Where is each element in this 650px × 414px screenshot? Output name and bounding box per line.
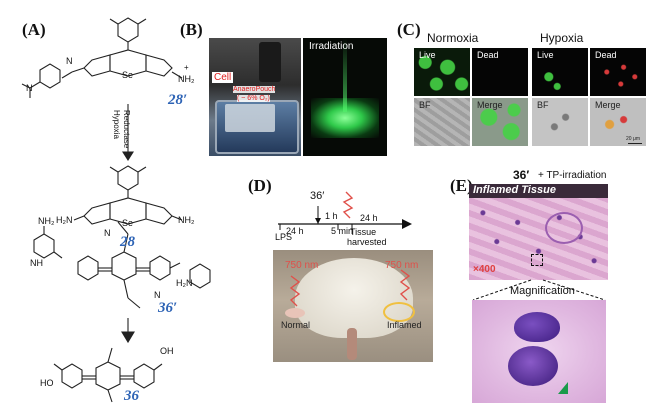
panel-label-d: (D) — [248, 176, 272, 195]
atom-oh-36: OH — [160, 346, 174, 356]
e-title-compound: 36′ — [513, 168, 530, 182]
zoom-lines — [472, 279, 606, 301]
cell-label: Cell — [212, 72, 234, 83]
magnification-label: Magnification — [510, 285, 575, 297]
atom-h2n-28: H₂N — [56, 215, 73, 225]
hypoxia-bf-tile: BF — [532, 98, 588, 146]
hypoxia-header: Hypoxia — [540, 31, 584, 45]
magnified-cell-photo — [472, 300, 606, 403]
microscope-shape — [259, 42, 281, 82]
atom-ho-36: HO — [40, 378, 54, 388]
compound-label-36: 36 — [124, 388, 139, 404]
mag-factor-label: ×400 — [473, 264, 496, 275]
normoxia-bf-tile: BF — [414, 98, 470, 146]
normoxia-header: Normoxia — [427, 31, 479, 45]
mouse-body — [295, 258, 413, 338]
compound-label-28: 28 — [120, 234, 135, 250]
timeline-lps: LPS — [275, 232, 293, 242]
vessel-ring — [545, 212, 583, 244]
atom-n-azo: N — [66, 56, 73, 66]
tile-label-dead-n: Dead — [477, 50, 499, 60]
tile-label-bf-n: BF — [419, 100, 431, 110]
inflamed-label: Inflamed — [387, 320, 422, 330]
arrow-label-hypoxia: Hypoxia — [112, 110, 121, 139]
timeline-compound: 36′ — [310, 190, 325, 202]
normoxia-live-tile: Live — [414, 48, 470, 96]
timeline-diagram — [278, 191, 412, 230]
atom-n-36p-bottom: N — [154, 290, 161, 300]
atom-nh2-28: NH₂ — [178, 215, 195, 225]
atom-h2n-36p-right: H₂N — [176, 278, 193, 288]
pouch-bag — [225, 104, 275, 132]
atom-se-1: Se — [122, 70, 134, 80]
tile-label-bf-h: BF — [537, 100, 549, 110]
timeline-harvested: harvested — [347, 237, 387, 247]
tile-label-dead-h: Dead — [595, 50, 617, 60]
zoom-box — [531, 254, 543, 266]
panel-label-b: (B) — [180, 20, 203, 39]
scale-bar-label: 20 μm — [626, 136, 640, 142]
wave-icon-right — [399, 269, 411, 301]
tissue-section-photo: Inflamed Tissue ×400 — [469, 184, 608, 280]
mouse-paw-left — [285, 308, 305, 318]
normoxia-merge-tile: Merge — [472, 98, 528, 146]
timeline-24h-first: 24 h — [286, 226, 304, 236]
panel-a-structures — [21, 17, 211, 403]
hypoxia-dead-tile: Dead — [590, 48, 646, 96]
atom-nh-36p: NH — [30, 258, 43, 268]
laser-beam — [343, 38, 347, 112]
tile-label-merge-n: Merge — [477, 100, 503, 110]
panel-label-a: (A) — [22, 20, 46, 39]
hypoxia-live-tile: Live — [532, 48, 588, 96]
mouse-photo: 750 nm 750 nm Normal Inflamed — [273, 250, 433, 362]
atom-nh2-36p-left: NH₂ — [38, 216, 55, 226]
panel-label-c: (C) — [397, 20, 421, 39]
atom-se-28: Se — [122, 218, 134, 228]
panel-b-right-photo: Irradiation — [303, 38, 387, 156]
nucleus-upper — [514, 312, 560, 342]
tile-label-live-n: Live — [419, 50, 436, 60]
normoxia-dead-tile: Dead — [472, 48, 528, 96]
mouse-tail — [347, 328, 357, 360]
arrow-label-reductase: Reductase — [122, 110, 131, 149]
scale-bar — [628, 143, 642, 144]
panel-b-left-photo: Cell AnaeroPouch ( ~ 6% O₂) — [209, 38, 301, 156]
panel-label-e: (E) — [450, 176, 473, 195]
atom-plus-1: + — [184, 63, 189, 72]
wave-icon-left — [289, 275, 301, 307]
inflamed-paw-ring — [383, 302, 415, 322]
compound-label-28prime: 28′ — [168, 92, 188, 108]
irradiation-label: Irradiation — [309, 41, 354, 52]
tissue-label: Inflamed Tissue — [473, 184, 556, 196]
timeline-5min: 5 min — [331, 226, 354, 236]
compound-label-36prime: 36′ — [158, 300, 178, 316]
normal-label: Normal — [281, 320, 311, 330]
atom-n-dimethyl: N — [26, 83, 33, 93]
arrowhead-marker — [558, 382, 568, 394]
pouch-label: AnaeroPouch — [233, 86, 276, 93]
tile-label-merge-h: Merge — [595, 100, 621, 110]
timeline-1h: 1 h — [325, 211, 338, 221]
wavelength-right: 750 nm — [385, 260, 419, 271]
wavelength-left: 750 nm — [285, 260, 319, 271]
atom-n-36p-top: N — [104, 228, 111, 238]
e-title-rest: + TP-irradiation — [538, 170, 607, 181]
tissue-title-band — [469, 184, 608, 198]
atom-nh2-1: NH₂ — [178, 74, 195, 84]
timeline-tissue: Tissue — [350, 227, 377, 237]
pouch-oxygen-label: ( ~ 6% O₂) — [237, 95, 270, 102]
nucleus-lower — [508, 346, 558, 386]
timeline-24h-second: 24 h — [360, 213, 378, 223]
tile-label-live-h: Live — [537, 50, 554, 60]
hypoxia-merge-tile: Merge — [590, 98, 646, 146]
